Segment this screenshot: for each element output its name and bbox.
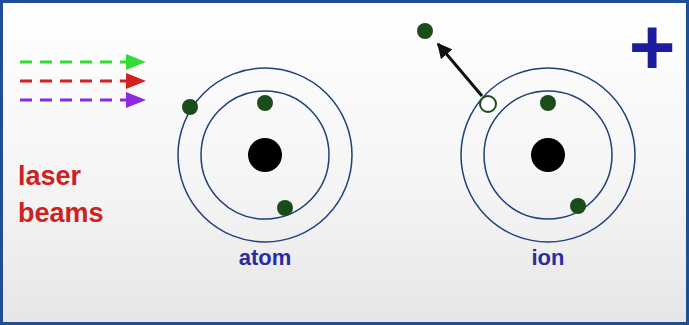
ion-symbol: [417, 23, 635, 242]
laser-label: laser beams: [18, 158, 118, 232]
ion-label: ion: [532, 244, 565, 272]
atom-symbol: [178, 68, 352, 242]
laser-beam-arrows: [20, 62, 128, 100]
atom-label: atom: [239, 244, 292, 272]
charge-sign: +: [629, 2, 676, 92]
